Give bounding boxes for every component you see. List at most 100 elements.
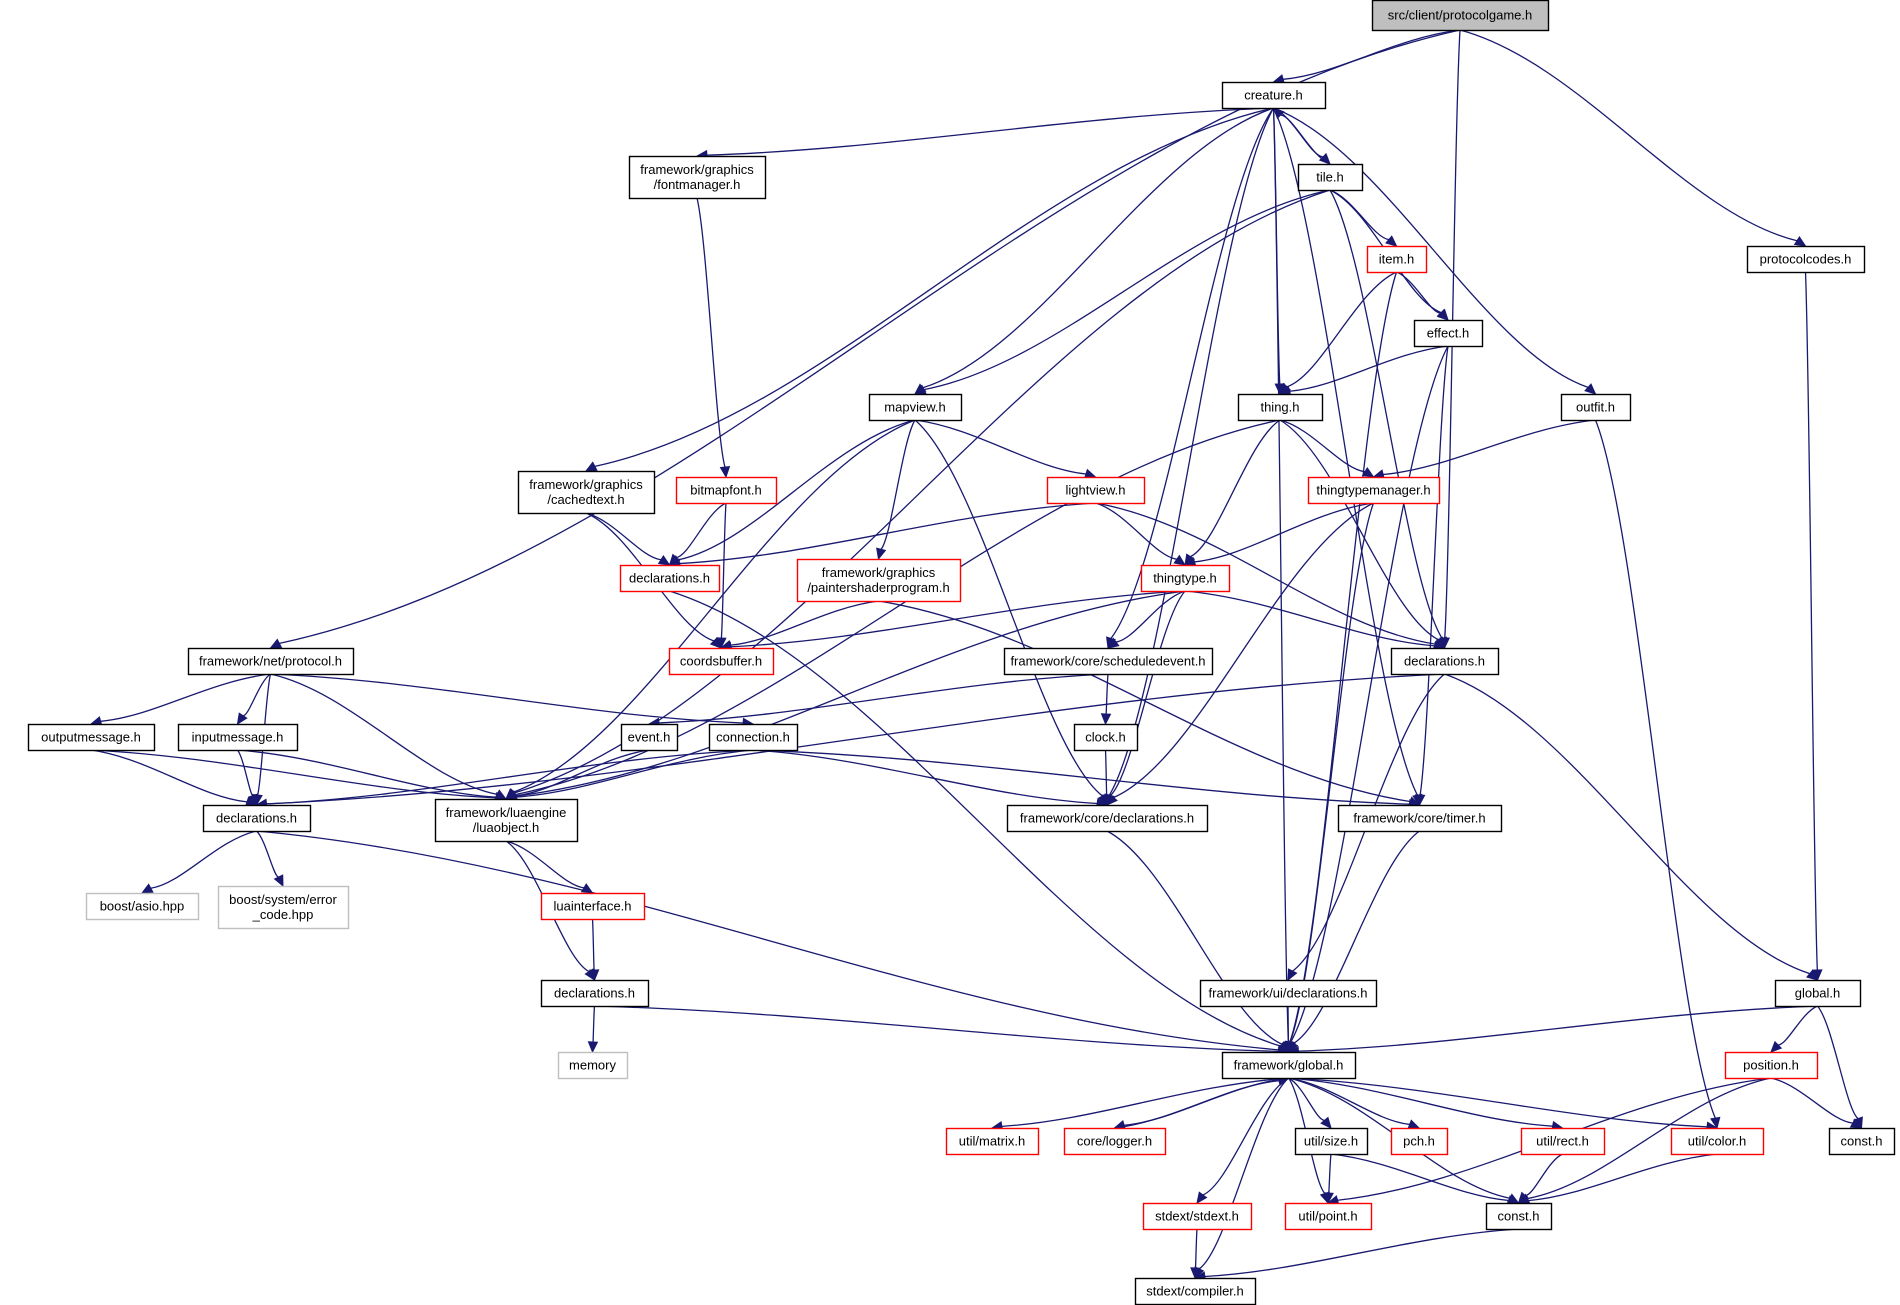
- node-label: global.h: [1795, 986, 1841, 1001]
- node-label: framework/core/declarations.h: [1020, 811, 1194, 826]
- node-label: framework/net/protocol.h: [199, 654, 342, 669]
- file-node-logger[interactable]: core/logger.h: [1063, 1127, 1167, 1156]
- dependency-edge-thing-to-thingtype: [1190, 419, 1281, 558]
- file-node-ui_declarations[interactable]: framework/ui/declarations.h: [1199, 979, 1378, 1008]
- node-layer: src/client/protocolgame.h creature.h frame…: [27, 0, 1896, 1305]
- arrowhead-thing-to-thingtypemanager: [1361, 467, 1375, 478]
- file-node-const_fw[interactable]: const.h: [1485, 1202, 1553, 1231]
- node-box: [1390, 647, 1500, 676]
- file-node-rect[interactable]: util/rect.h: [1520, 1127, 1606, 1156]
- file-node-tile[interactable]: tile.h: [1297, 163, 1364, 192]
- node-box: [868, 393, 963, 422]
- file-node-inputmessage[interactable]: inputmessage.h: [177, 723, 299, 752]
- file-node-color[interactable]: util/color.h: [1670, 1127, 1765, 1156]
- file-node-const_client[interactable]: const.h: [1828, 1127, 1896, 1156]
- dependency-edge-item-to-thing: [1286, 271, 1397, 388]
- dependency-edge-protocol-to-luaobject: [270, 673, 498, 795]
- dependency-edge-protocol-to-outputmessage: [100, 673, 271, 722]
- node-label: framework/core/timer.h: [1353, 811, 1485, 826]
- node-label: util/point.h: [1298, 1209, 1357, 1224]
- file-node-thingtype[interactable]: thingtype.h: [1140, 564, 1231, 593]
- file-node-thingtypemanager[interactable]: thingtypemanager.h: [1307, 476, 1441, 505]
- dependency-edge-paintershader-to-coordsbuffer: [730, 600, 879, 646]
- node-box: [434, 798, 579, 843]
- file-node-pch[interactable]: pch.h: [1390, 1127, 1449, 1156]
- arrowhead-outfit-to-color: [1710, 1116, 1721, 1130]
- node-label: core/logger.h: [1077, 1134, 1152, 1149]
- file-node-matrix[interactable]: util/matrix.h: [945, 1127, 1040, 1156]
- file-node-declarations_client[interactable]: declarations.h: [1390, 647, 1500, 676]
- node-box: [1724, 1051, 1819, 1080]
- file-node-declarations_lua[interactable]: declarations.h: [540, 979, 650, 1008]
- node-box: [202, 804, 312, 833]
- file-node-mapview[interactable]: mapview.h: [868, 393, 963, 422]
- file-node-declarations_gfx[interactable]: declarations.h: [619, 564, 721, 593]
- dependency-edge-cachedtext-to-declarations_gfx: [585, 512, 662, 561]
- file-node-protocolcodes[interactable]: protocolcodes.h: [1746, 245, 1866, 274]
- file-node-coordsbuffer[interactable]: coordsbuffer.h: [668, 647, 775, 676]
- dependency-edge-creature-to-cachedtext: [594, 107, 1274, 467]
- file-node-clock[interactable]: clock.h: [1073, 723, 1139, 752]
- node-box: [1284, 1202, 1373, 1231]
- file-node-protocol[interactable]: framework/net/protocol.h: [187, 647, 355, 676]
- file-node-creature[interactable]: creature.h: [1221, 81, 1327, 110]
- file-node-thing[interactable]: thing.h: [1237, 393, 1324, 422]
- file-node-compiler[interactable]: stdext/compiler.h: [1134, 1277, 1257, 1305]
- file-node-timer[interactable]: framework/core/timer.h: [1337, 804, 1503, 833]
- file-node-declarations_net[interactable]: declarations.h: [202, 804, 312, 833]
- file-node-item[interactable]: item.h: [1366, 245, 1428, 274]
- file-node-cachedtext[interactable]: framework/graphics/cachedtext.h: [517, 470, 656, 515]
- file-node-connection[interactable]: connection.h: [708, 723, 799, 752]
- file-node-point[interactable]: util/point.h: [1284, 1202, 1373, 1231]
- file-node-scheduledevent[interactable]: framework/core/scheduledevent.h: [1003, 647, 1214, 676]
- file-node-fontmanager[interactable]: framework/graphics/fontmanager.h: [628, 155, 767, 200]
- file-node-lightview[interactable]: lightview.h: [1046, 476, 1146, 505]
- file-node-outfit[interactable]: outfit.h: [1560, 393, 1632, 422]
- node-label: framework/global.h: [1234, 1058, 1344, 1073]
- dependency-edge-position-to-const_client: [1770, 1077, 1853, 1124]
- dependency-edge-lightview-to-declarations_gfx: [679, 502, 1096, 565]
- node-label: boost/asio.hpp: [100, 899, 185, 914]
- file-node-fw_global[interactable]: framework/global.h: [1221, 1051, 1357, 1080]
- file-node-event[interactable]: event.h: [620, 723, 679, 752]
- dependency-edge-thing-to-thingtypemanager: [1279, 419, 1366, 473]
- node-box: [1307, 476, 1441, 505]
- file-node-outputmessage[interactable]: outputmessage.h: [27, 723, 156, 752]
- dependency-edge-thing-to-declarations_client: [1279, 419, 1439, 641]
- node-label: _code.hpp: [252, 907, 314, 922]
- node-label: outfit.h: [1576, 400, 1615, 415]
- dependency-edge-thingtypemanager-to-core_declarations: [1113, 502, 1374, 799]
- node-label: bitmapfont.h: [690, 483, 762, 498]
- dependency-edge-effect-to-fw_global: [1290, 345, 1449, 1043]
- node-box: [945, 1127, 1040, 1156]
- arrowhead-lightview-to-thingtype: [1173, 554, 1187, 566]
- file-node-luaobject[interactable]: framework/luaengine/luaobject.h: [434, 798, 579, 843]
- file-node-size[interactable]: util/size.h: [1294, 1127, 1369, 1156]
- file-node-paintershader[interactable]: framework/graphics/paintershaderprogram.…: [796, 558, 962, 603]
- file-node-effect[interactable]: effect.h: [1413, 319, 1484, 348]
- node-box: [1560, 393, 1632, 422]
- file-node-root[interactable]: src/client/protocolgame.h: [1371, 0, 1550, 32]
- dependency-edge-thing-to-luaobject: [514, 419, 1281, 796]
- file-node-bitmapfont[interactable]: bitmapfont.h: [675, 476, 778, 505]
- file-node-position[interactable]: position.h: [1724, 1051, 1819, 1080]
- dependency-edge-mapview-to-lightview: [914, 419, 1087, 475]
- file-node-core_declarations[interactable]: framework/core/declarations.h: [1006, 804, 1209, 833]
- node-label: const.h: [1841, 1134, 1883, 1149]
- dependency-edge-thingtype-to-coordsbuffer: [730, 590, 1186, 648]
- node-label: creature.h: [1244, 88, 1303, 103]
- file-node-stdext[interactable]: stdext/stdext.h: [1142, 1202, 1253, 1231]
- arrowhead-scheduledevent-to-clock: [1100, 713, 1112, 726]
- arrowhead-stdext-to-compiler: [1190, 1267, 1201, 1280]
- dependency-edge-scheduledevent-to-event: [658, 673, 1109, 724]
- dependency-edge-tile-to-declarations_client: [1329, 189, 1443, 639]
- file-node-luainterface[interactable]: luainterface.h: [540, 892, 646, 921]
- file-node-global[interactable]: global.h: [1774, 979, 1862, 1008]
- dependency-edge-rect-to-const_fw: [1524, 1153, 1563, 1197]
- dependency-edge-effect-to-thing: [1289, 345, 1449, 392]
- arrowhead-fw_global-to-size: [1320, 1116, 1332, 1129]
- node-box: [1366, 245, 1428, 274]
- arrowhead-luaobject-to-luainterface: [580, 883, 594, 894]
- node-box: [1371, 0, 1550, 32]
- dependency-edge-fw_global-to-stdext: [1202, 1077, 1289, 1196]
